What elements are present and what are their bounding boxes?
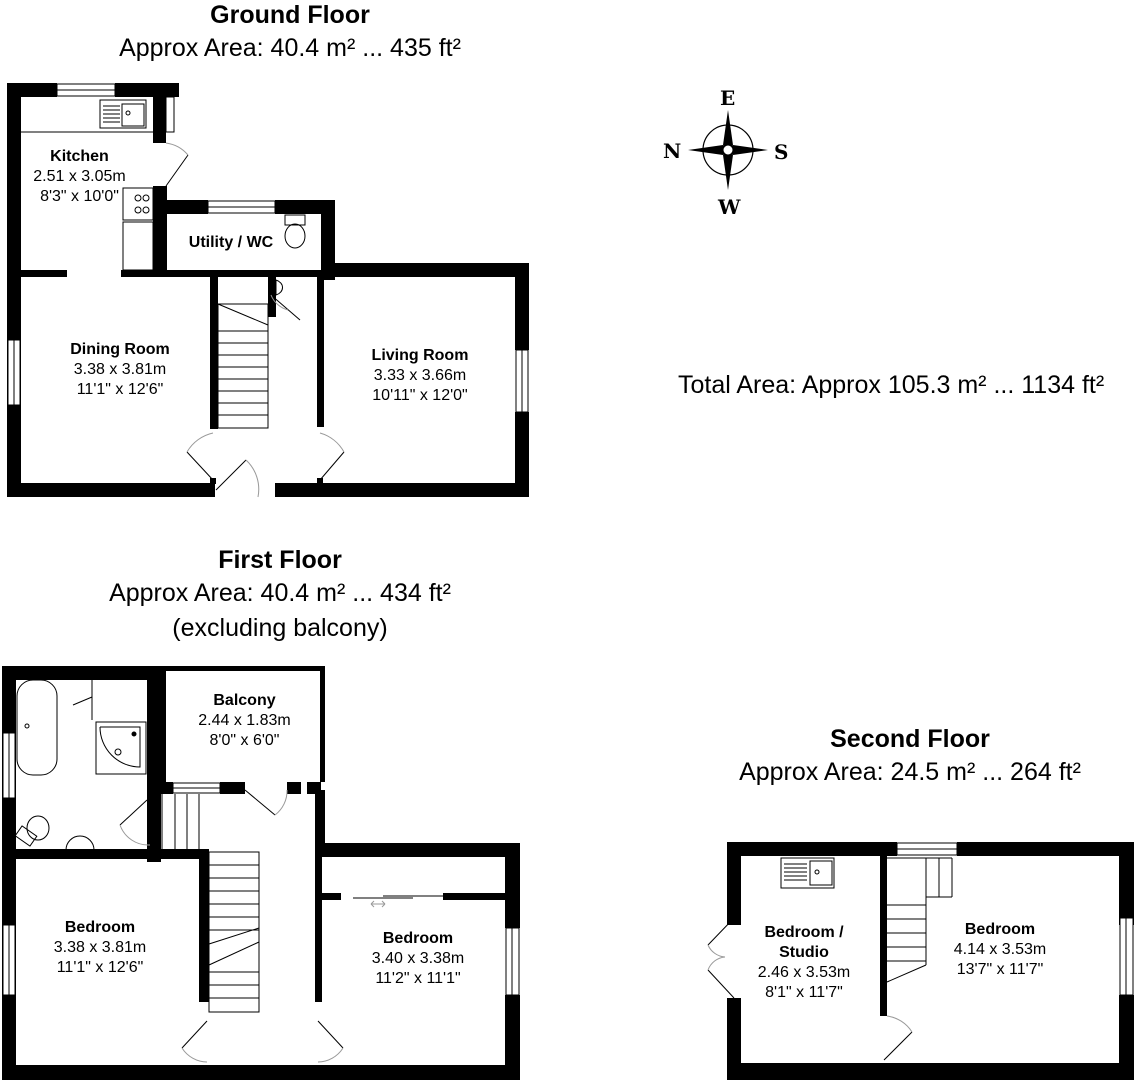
total-area: Total Area: Approx 105.3 m² ... 1134 ft² <box>678 371 1105 399</box>
room-name: Kitchen <box>50 148 109 165</box>
compass-south-label: S <box>774 140 789 164</box>
room-balcony: Balcony 2.44 x 1.83m 8'0" x 6'0" <box>172 691 317 751</box>
ground-floor-title: Ground Floor <box>210 1 370 29</box>
room-bedroom-1: Bedroom 3.38 x 3.81m 11'1" x 12'6" <box>30 918 170 978</box>
ground-floor-area: Approx Area: 40.4 m² ... 435 ft² <box>119 34 461 62</box>
room-metric: 4.14 x 3.53m <box>953 941 1047 958</box>
room-imperial: 8'3" x 10'0" <box>40 188 119 205</box>
room-bedroom-studio: Bedroom / Studio 2.46 x 3.53m 8'1" x 11'… <box>744 923 864 1003</box>
room-name: Living Room <box>371 347 469 364</box>
first-floor-title: First Floor <box>218 546 342 574</box>
room-living: Living Room 3.33 x 3.66m 10'11" x 12'0" <box>350 346 490 406</box>
room-name-line2: Studio <box>779 944 829 961</box>
room-name-line1: Bedroom / <box>764 924 844 941</box>
room-name: Bedroom <box>964 921 1036 938</box>
room-metric: 3.38 x 3.81m <box>73 361 167 378</box>
room-name: Dining Room <box>70 341 170 358</box>
room-name: Bedroom <box>382 930 454 947</box>
compass-west-label: W <box>718 195 741 219</box>
room-imperial: 8'1" x 11'7" <box>765 984 843 1001</box>
room-metric: 2.51 x 3.05m <box>33 168 126 185</box>
room-name: Utility / WC <box>188 234 274 251</box>
room-imperial: 10'11" x 12'0" <box>372 387 468 404</box>
room-utility-wc: Utility / WC <box>176 233 286 253</box>
second-floor-area: Approx Area: 24.5 m² ... 264 ft² <box>739 758 1081 786</box>
room-bedroom-2: Bedroom 3.40 x 3.38m 11'2" x 11'1" <box>348 929 488 989</box>
compass-rose-icon: E N S W <box>660 85 800 220</box>
room-imperial: 11'2" x 11'1" <box>375 970 461 987</box>
room-imperial: 8'0" x 6'0" <box>209 732 280 749</box>
room-name: Bedroom <box>64 919 136 936</box>
compass-north-label: N <box>663 139 682 163</box>
room-imperial: 11'1" x 12'6" <box>56 959 144 976</box>
room-imperial: 13'7" x 11'7" <box>956 961 1044 978</box>
room-imperial: 11'1" x 12'6" <box>76 381 164 398</box>
room-bedroom-3: Bedroom 4.14 x 3.53m 13'7" x 11'7" <box>935 920 1065 980</box>
compass-east-label: E <box>720 86 736 110</box>
room-metric: 3.33 x 3.66m <box>373 367 467 384</box>
first-floor-area: Approx Area: 40.4 m² ... 434 ft² <box>109 579 451 607</box>
room-metric: 2.46 x 3.53m <box>757 964 851 981</box>
room-name: Balcony <box>213 692 276 709</box>
second-floor-title: Second Floor <box>830 725 990 753</box>
room-kitchen: Kitchen 2.51 x 3.05m 8'3" x 10'0" <box>22 147 137 207</box>
room-dining: Dining Room 3.38 x 3.81m 11'1" x 12'6" <box>50 340 190 400</box>
room-metric: 3.38 x 3.81m <box>53 939 147 956</box>
room-metric: 3.40 x 3.38m <box>371 950 465 967</box>
first-floor-note: (excluding balcony) <box>172 614 388 642</box>
room-metric: 2.44 x 1.83m <box>198 712 291 729</box>
